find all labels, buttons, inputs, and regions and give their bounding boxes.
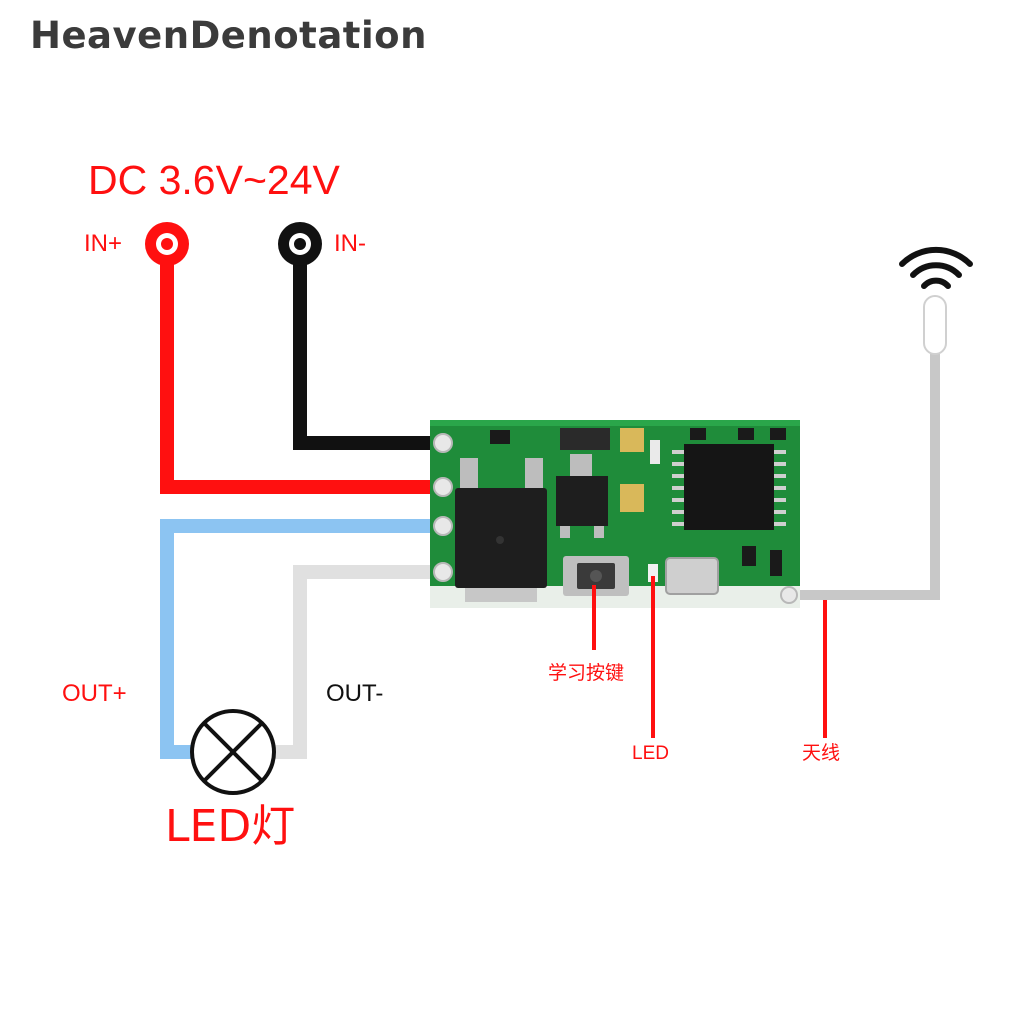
out-plus-label: OUT+ (62, 680, 127, 707)
in-plus-label: IN+ (84, 230, 123, 257)
mcu-chip (684, 444, 774, 530)
watermark-text: HeavenDenotation (30, 14, 427, 57)
in-minus-wire (293, 244, 443, 450)
pad-out-minus (433, 562, 453, 582)
regulator (556, 476, 608, 526)
wifi-icon (899, 246, 973, 289)
pad-in-minus (433, 433, 453, 453)
antenna-wire (789, 335, 940, 600)
in-minus-label: IN- (334, 230, 366, 257)
crystal (665, 557, 719, 595)
antenna-tip (923, 295, 947, 355)
learn-button-label: 学习按键 (548, 662, 625, 684)
antenna-label: 天线 (802, 742, 841, 764)
in-plus-wire (160, 244, 443, 494)
out-minus-label: OUT- (326, 680, 384, 707)
in-minus-terminal (278, 222, 322, 266)
supply-voltage-label: DC 3.6V~24V (88, 157, 340, 203)
out-minus-wire (266, 565, 443, 759)
receiver-module-pcb (430, 420, 800, 608)
led-lamp-label: LED灯 (165, 801, 296, 852)
led-part (648, 564, 658, 582)
pad-out-plus (433, 516, 453, 536)
led-label: LED (632, 743, 669, 764)
pad-in-plus (433, 477, 453, 497)
led-lamp-symbol (190, 709, 276, 795)
out-plus-wire (160, 519, 443, 759)
pad-antenna (780, 586, 798, 604)
in-plus-terminal (145, 222, 189, 266)
